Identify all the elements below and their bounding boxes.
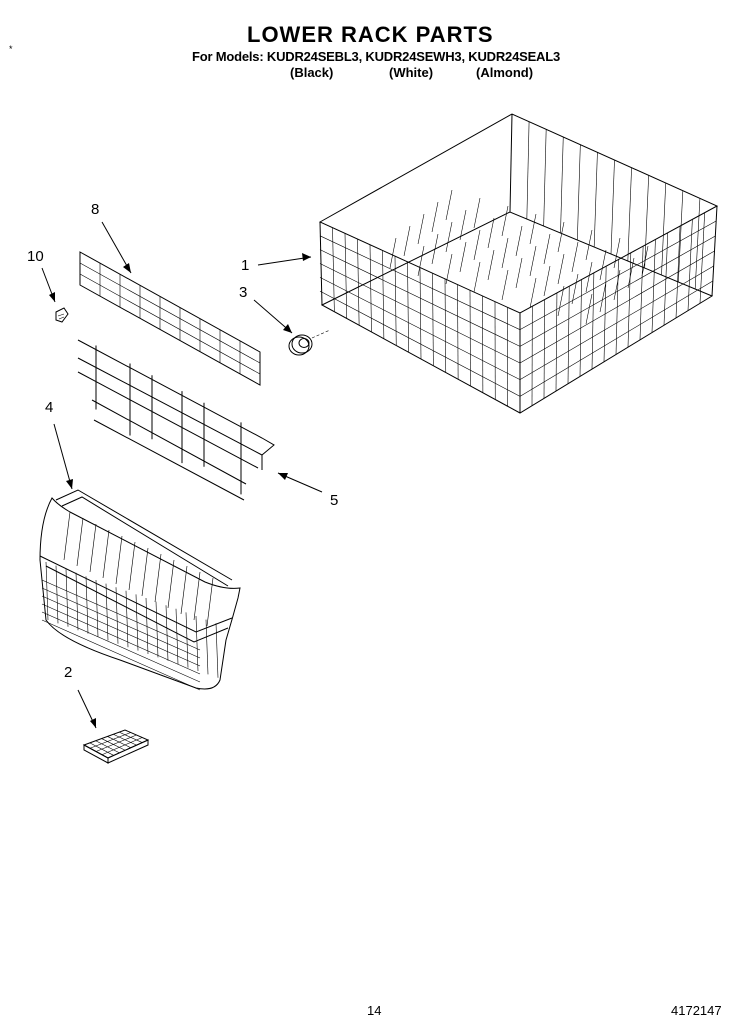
- document-number: 4172147: [671, 1003, 722, 1018]
- callout-10: 10: [27, 248, 44, 265]
- corner-mark: *: [9, 44, 13, 54]
- page-number: 14: [367, 1003, 382, 1018]
- lower-rack-basket: [318, 113, 719, 414]
- color-almond: (Almond): [476, 65, 534, 80]
- color-black: (Black): [290, 65, 334, 80]
- callout-1: 1: [241, 257, 250, 274]
- clip-part: [55, 307, 69, 323]
- silverware-basket: [39, 489, 241, 691]
- callout-8: 8: [91, 201, 100, 218]
- model-list: For Models: KUDR24SEBL3, KUDR24SEWH3, KU…: [192, 49, 560, 64]
- callout-4: 4: [45, 399, 54, 416]
- callout-3: 3: [239, 284, 248, 301]
- rack-roller-wheel: [288, 329, 331, 356]
- callout-2: 2: [64, 664, 73, 681]
- page-title: LOWER RACK PARTS: [247, 22, 494, 47]
- basket-cover: [82, 729, 150, 764]
- color-white: (White): [389, 65, 434, 80]
- callout-5: 5: [330, 492, 339, 509]
- tine-grid-panel: [79, 251, 261, 386]
- tine-row-assembly: [77, 339, 275, 501]
- leader-lines: [41, 221, 323, 729]
